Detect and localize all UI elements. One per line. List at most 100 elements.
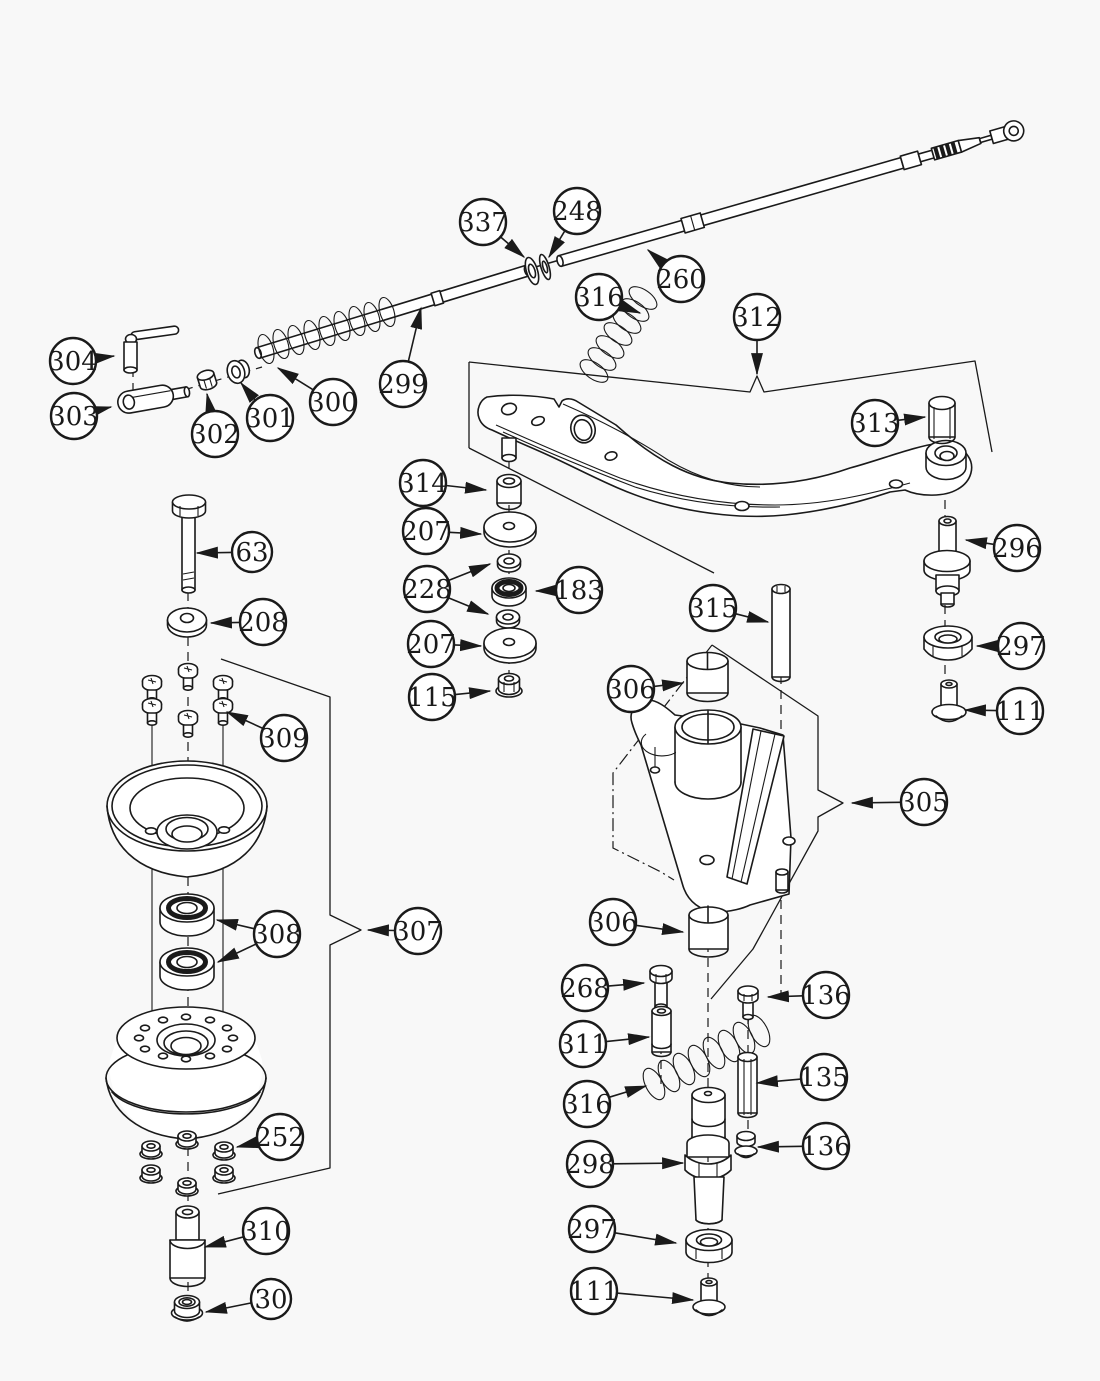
callout-136: 136	[756, 1121, 851, 1171]
callout-number: 307	[393, 917, 443, 947]
screws-309	[141, 662, 234, 738]
callout-183: 183	[534, 565, 604, 615]
callout-circle	[801, 970, 851, 1020]
cable-assembly	[253, 120, 1025, 365]
leader-arrow	[240, 381, 259, 403]
rod-315	[771, 583, 791, 683]
leader-arrow	[454, 687, 492, 700]
callout-number: 308	[252, 920, 302, 950]
pulley-lower-half	[105, 1006, 267, 1141]
anchor-pin-304	[123, 325, 180, 374]
leader-arrow	[445, 481, 488, 494]
pulley-upper-half	[106, 760, 268, 878]
callout-30: 30	[204, 1277, 293, 1321]
callout-circle	[558, 1019, 608, 1069]
callout-302: 302	[190, 392, 240, 459]
callout-circle	[49, 391, 99, 441]
leader-arrow	[215, 918, 255, 931]
leader-arrow	[225, 711, 264, 730]
leader-arrow	[605, 1033, 651, 1046]
leader-arrow	[204, 1302, 252, 1314]
callout-305: 305	[850, 777, 949, 827]
callout-number: 136	[801, 1132, 851, 1162]
cable-washer-248	[538, 253, 552, 281]
bushing-306-upper	[686, 651, 729, 703]
callout-207: 207	[406, 619, 483, 669]
callout-number: 136	[801, 981, 851, 1011]
leader-arrow	[447, 596, 490, 615]
bolt-268	[649, 964, 673, 1011]
callout-circle	[393, 906, 443, 956]
callout-number: 313	[850, 409, 900, 439]
callout-number: 183	[554, 576, 604, 606]
callout-312: 312	[732, 292, 782, 376]
bolt-136-lower	[734, 1130, 758, 1159]
pivot-bracket-305	[630, 699, 796, 913]
standoff-135	[737, 1051, 758, 1119]
callout-number: 228	[402, 575, 452, 605]
callout-208: 208	[209, 597, 288, 647]
washer-228-lower	[495, 609, 521, 629]
callout-number: 304	[48, 347, 98, 377]
bolt-111-lower	[692, 1277, 726, 1317]
callout-316: 316	[574, 272, 642, 322]
leader-arrow	[646, 249, 668, 269]
leader-arrow	[366, 924, 396, 937]
callout-number: 300	[308, 388, 358, 418]
callout-circle	[554, 565, 604, 615]
bearing-308-upper	[159, 893, 215, 937]
callout-number: 316	[574, 283, 624, 313]
callout-310: 310	[203, 1206, 291, 1256]
callout-circle	[230, 530, 274, 574]
leader-arrow	[407, 306, 422, 362]
idler-arm	[477, 394, 973, 518]
bolt-136-upper	[737, 985, 759, 1021]
leader-arrow	[653, 679, 685, 692]
callout-313: 313	[850, 398, 927, 448]
callout-circle	[407, 672, 457, 722]
callout-number: 63	[235, 538, 268, 568]
cable-conduit-upper	[556, 120, 1025, 268]
callout-309: 309	[225, 711, 309, 763]
callout-number: 303	[49, 402, 99, 432]
callout-63: 63	[195, 530, 274, 574]
callout-circle	[245, 393, 295, 443]
leader-arrow	[235, 1136, 259, 1149]
leader-arrow	[203, 1235, 245, 1248]
callout-number: 309	[259, 724, 309, 754]
nut-302	[196, 369, 218, 391]
leader-arrow	[766, 990, 804, 1003]
callout-303: 303	[49, 391, 113, 441]
callout-number: 314	[398, 469, 448, 499]
callout-248: 248	[548, 186, 602, 259]
callout-number: 298	[565, 1150, 615, 1180]
callout-306: 306	[588, 897, 685, 947]
callout-circle	[567, 1204, 617, 1254]
nuts-252	[139, 1130, 236, 1197]
leader-arrow	[618, 299, 642, 314]
callout-228: 228	[402, 563, 492, 615]
washer-208	[166, 607, 208, 638]
callout-circle	[238, 597, 288, 647]
nut-115	[495, 672, 523, 698]
cable-conduit-lower	[253, 264, 532, 360]
callout-111: 111	[569, 1266, 695, 1316]
bracket-channel	[726, 728, 785, 885]
callout-136: 136	[766, 970, 851, 1020]
callout-307: 307	[366, 906, 443, 956]
leader-arrow	[453, 639, 483, 652]
leader-arrow	[92, 352, 116, 365]
callout-circle	[560, 963, 610, 1013]
cable-spring-300	[257, 296, 396, 365]
group-boundary-312	[468, 360, 993, 574]
callout-number: 306	[588, 908, 638, 938]
callout-circle	[406, 619, 456, 669]
leader-arrow	[963, 704, 998, 717]
callout-circle	[402, 564, 452, 614]
callout-circle	[458, 197, 508, 247]
callout-number: 111	[995, 697, 1045, 727]
leader-arrow	[755, 1075, 802, 1088]
callout-number: 297	[567, 1215, 617, 1245]
callout-circle	[255, 1112, 305, 1162]
callout-circle	[562, 1079, 612, 1129]
